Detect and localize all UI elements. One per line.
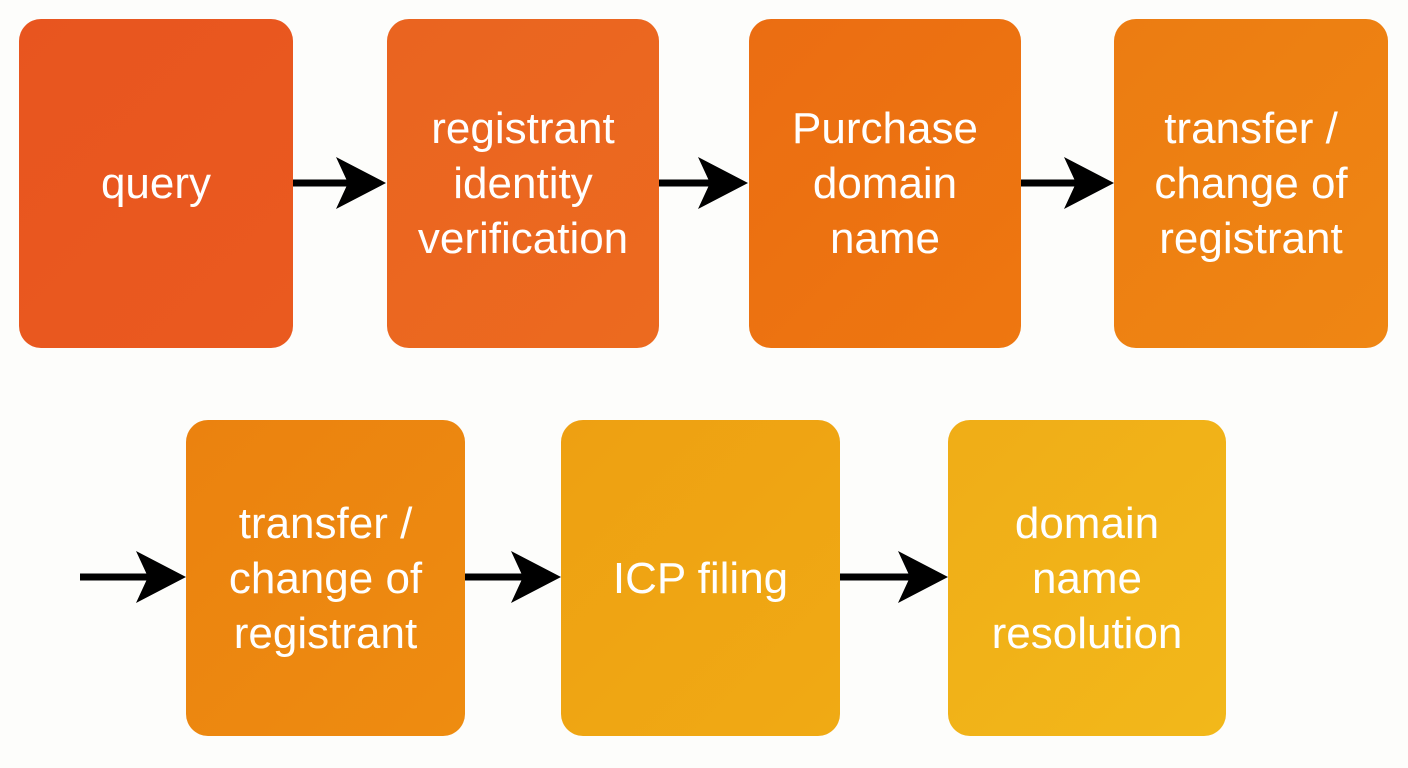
step-label: ICP filing	[612, 553, 789, 603]
step-label: registrant identity verification	[417, 104, 629, 263]
step-label: domain name resolution	[991, 498, 1183, 658]
arrow-5-to-6	[465, 551, 561, 603]
step-label: transfer / change of registrant	[228, 498, 423, 658]
step-query: query	[19, 19, 293, 348]
step-purchase-domain-name: Purchase domain name	[749, 19, 1021, 348]
step-label: transfer / change of registrant	[1154, 104, 1348, 263]
step-icp-filing: ICP filing	[561, 420, 840, 736]
step-transfer-change-of-registrant-2: transfer / change of registrant	[186, 420, 465, 736]
arrow-1-to-2	[293, 157, 386, 209]
arrow-into-5	[80, 551, 186, 603]
step-registrant-identity-verification: registrant identity verification	[387, 19, 659, 348]
step-domain-name-resolution: domain name resolution	[948, 420, 1226, 736]
arrow-6-to-7	[840, 551, 948, 603]
arrow-2-to-3	[659, 157, 748, 209]
arrow-3-to-4	[1021, 157, 1114, 209]
step-transfer-change-of-registrant-1: transfer / change of registrant	[1114, 19, 1388, 348]
step-label: Purchase domain name	[792, 104, 978, 263]
step-label: query	[100, 159, 212, 208]
